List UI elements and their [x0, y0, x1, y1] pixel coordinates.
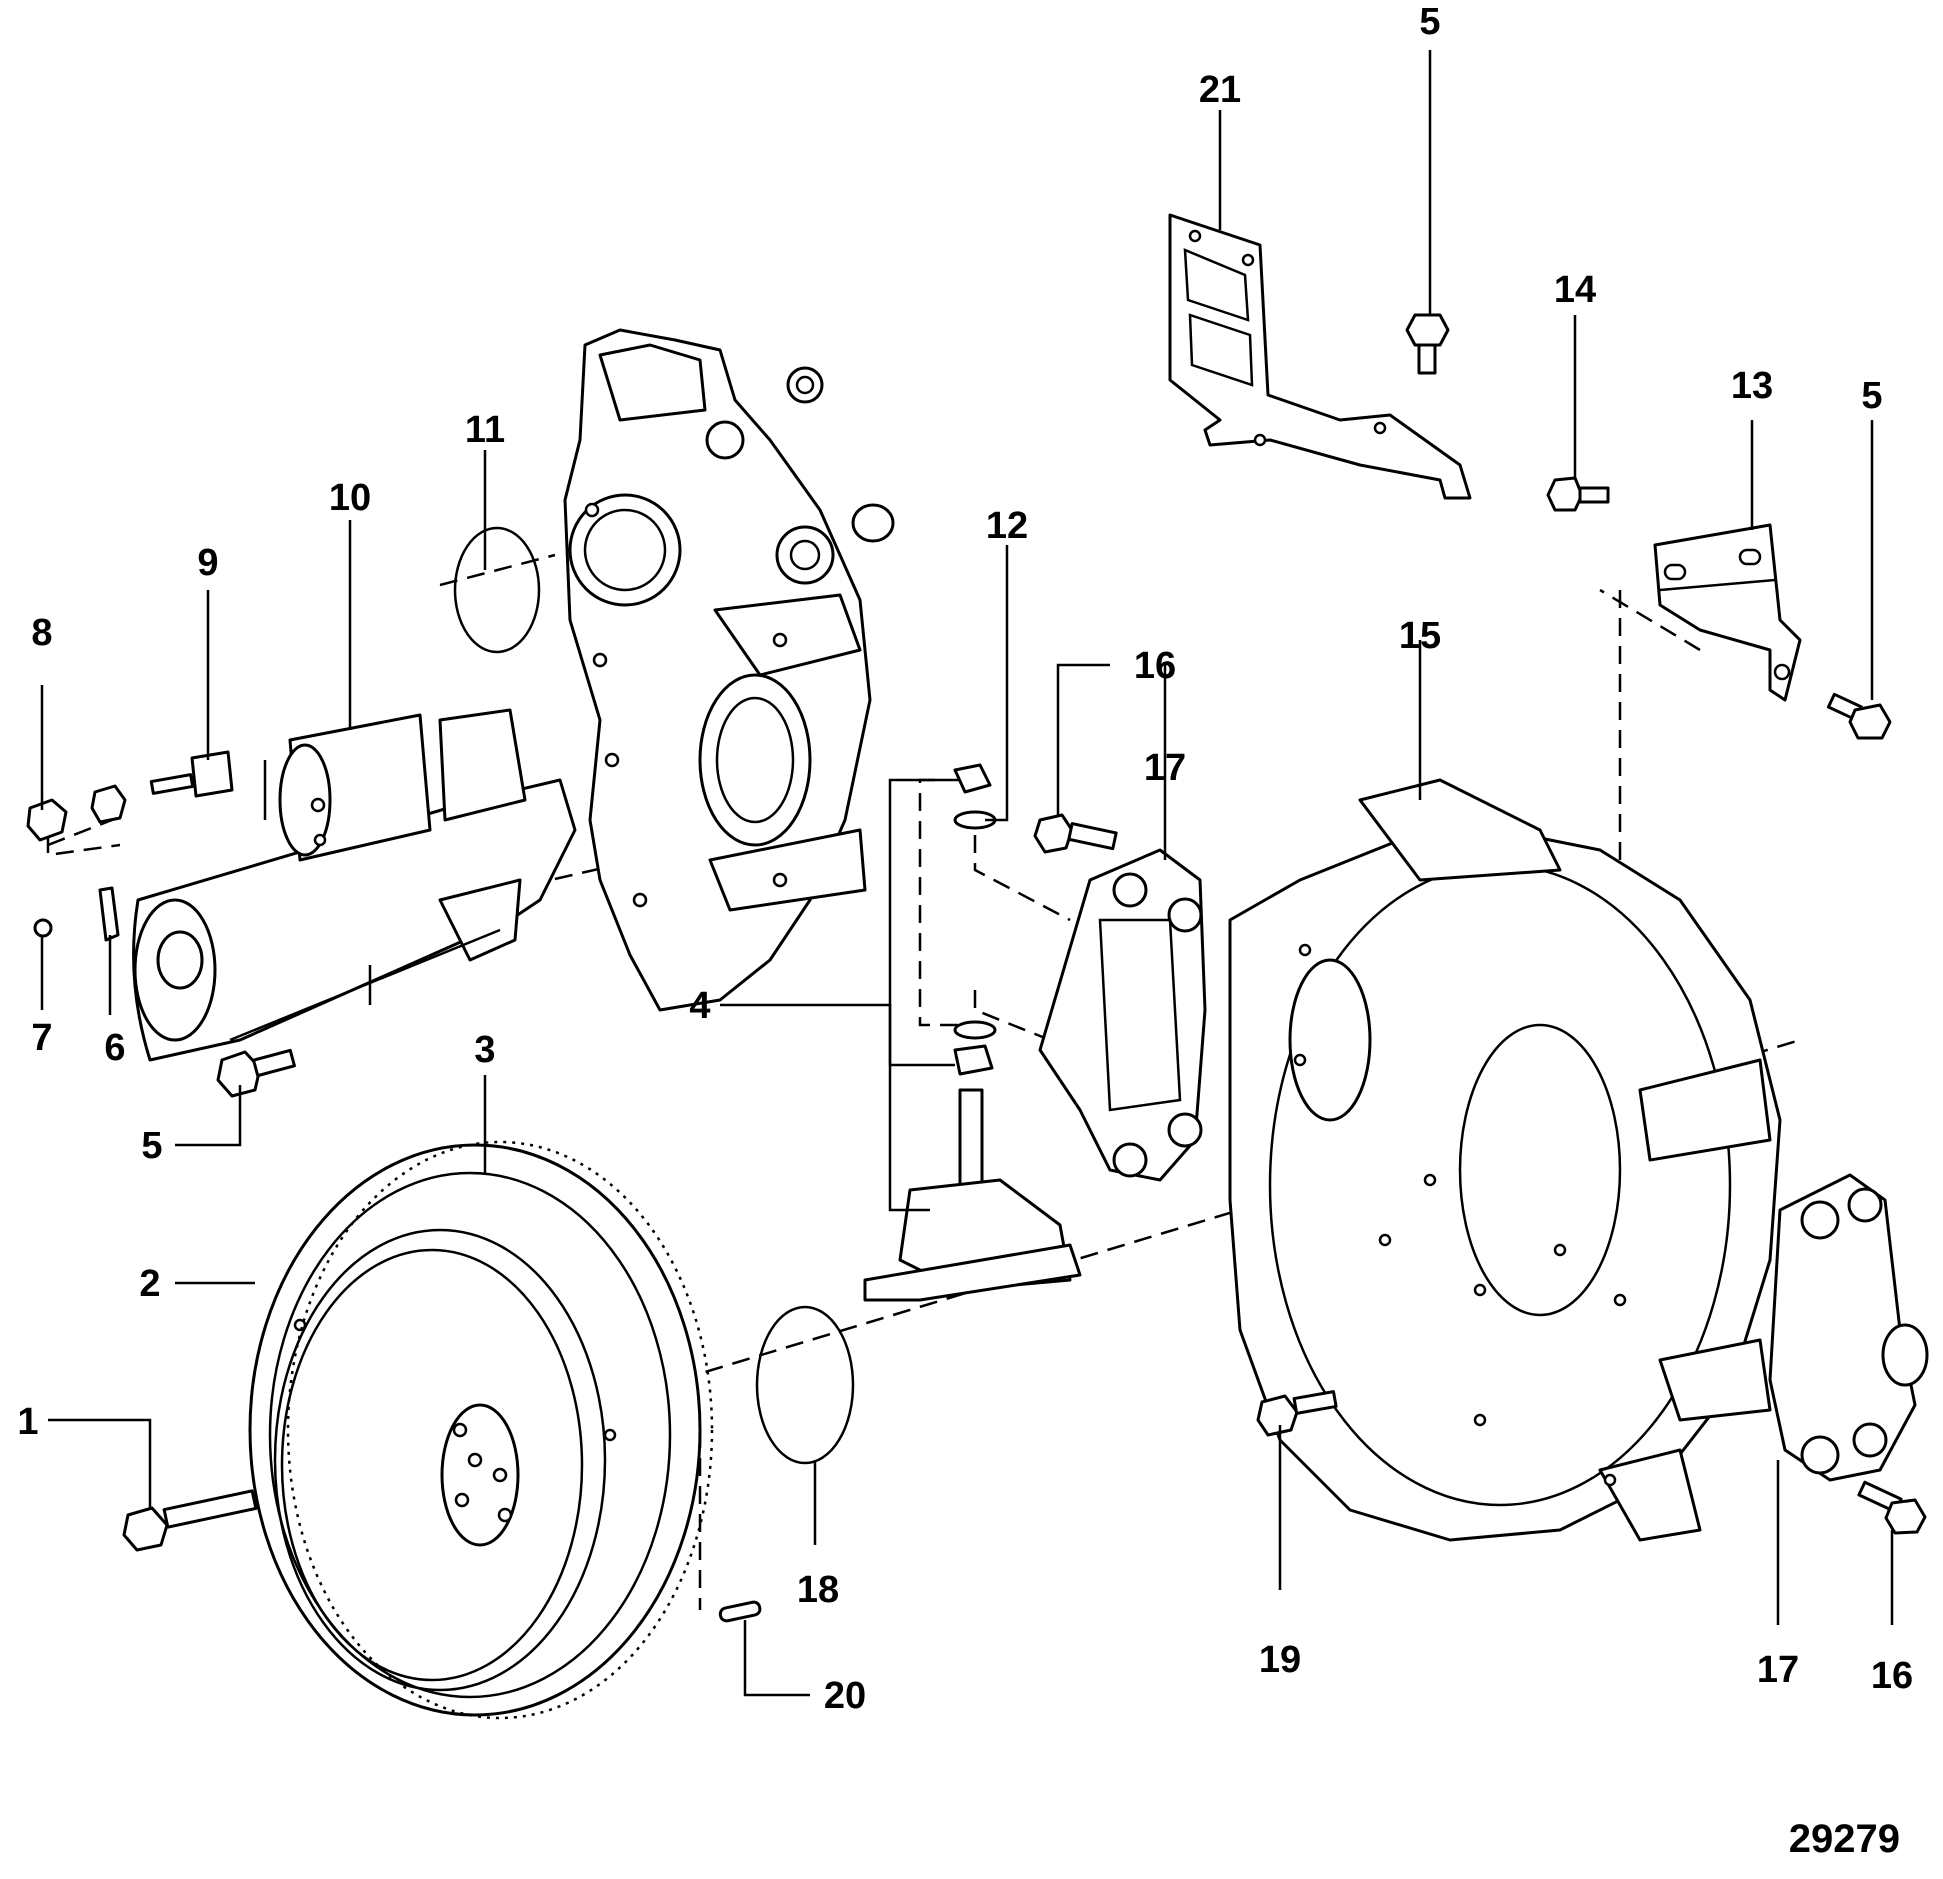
callout-labels: 1 2 3 4 5 5 5 6 7 8 9 10 11 12 13 14 15 … — [17, 1, 1913, 1861]
callout-11: 11 — [465, 409, 505, 451]
bolt-top — [1405, 313, 1450, 375]
callout-20: 20 — [824, 1675, 866, 1717]
leader-lines — [40, 50, 1894, 1697]
bushing-small — [851, 503, 895, 543]
callout-14: 14 — [1554, 269, 1596, 311]
callout-13: 13 — [1731, 365, 1773, 407]
figure-number: 29279 — [1789, 1817, 1900, 1861]
plug-small — [786, 366, 824, 404]
mount-bracket-upper — [1038, 848, 1207, 1182]
screw-7 — [33, 918, 53, 938]
callout-5-right: 5 — [1861, 375, 1882, 417]
bolt-16-upper — [1033, 813, 1118, 854]
flywheel — [248, 1140, 714, 1720]
o-ring-18 — [755, 1305, 855, 1465]
tab-6 — [98, 886, 120, 942]
nut-8b — [90, 784, 127, 824]
callout-16-lower: 16 — [1871, 1655, 1913, 1697]
callout-15: 15 — [1399, 615, 1441, 657]
bolt-16-lower — [1857, 1480, 1927, 1535]
bolt-19 — [1256, 1390, 1338, 1437]
callout-8: 8 — [31, 612, 52, 654]
side-bracket — [1653, 523, 1802, 702]
starter-motor — [132, 708, 577, 1062]
flywheel-housing — [1228, 778, 1782, 1542]
stud-9 — [149, 750, 234, 798]
callout-5-left: 5 — [141, 1125, 162, 1167]
callout-16-upper: 16 — [1134, 645, 1176, 687]
callout-5-top: 5 — [1419, 1, 1440, 43]
callout-17-lower: 17 — [1757, 1649, 1799, 1691]
mount-bracket-lower — [1768, 1173, 1929, 1482]
bolt-5-right — [1826, 692, 1892, 740]
callout-1: 1 — [17, 1401, 38, 1443]
callout-4: 4 — [689, 985, 710, 1027]
callout-6: 6 — [104, 1027, 125, 1069]
callout-9: 9 — [197, 542, 218, 584]
callout-2: 2 — [139, 1263, 160, 1305]
callout-3: 3 — [474, 1029, 495, 1071]
callout-7: 7 — [31, 1017, 52, 1059]
bolt-14 — [1546, 476, 1610, 512]
callout-10: 10 — [329, 477, 371, 519]
nut-8a — [26, 798, 68, 842]
callout-19: 19 — [1259, 1639, 1301, 1681]
callout-12: 12 — [986, 505, 1028, 547]
engine-mount — [863, 763, 1082, 1302]
callout-17-upper: 17 — [1144, 747, 1186, 789]
timing-housing — [563, 328, 872, 1012]
callout-18: 18 — [797, 1569, 839, 1611]
dowel-pin — [718, 1600, 762, 1623]
callout-21: 21 — [1199, 69, 1241, 111]
o-ring-11 — [453, 526, 541, 654]
bolt-1 — [122, 1489, 258, 1552]
bolt-5-left — [216, 1048, 296, 1098]
bracket-plate — [1168, 213, 1472, 500]
